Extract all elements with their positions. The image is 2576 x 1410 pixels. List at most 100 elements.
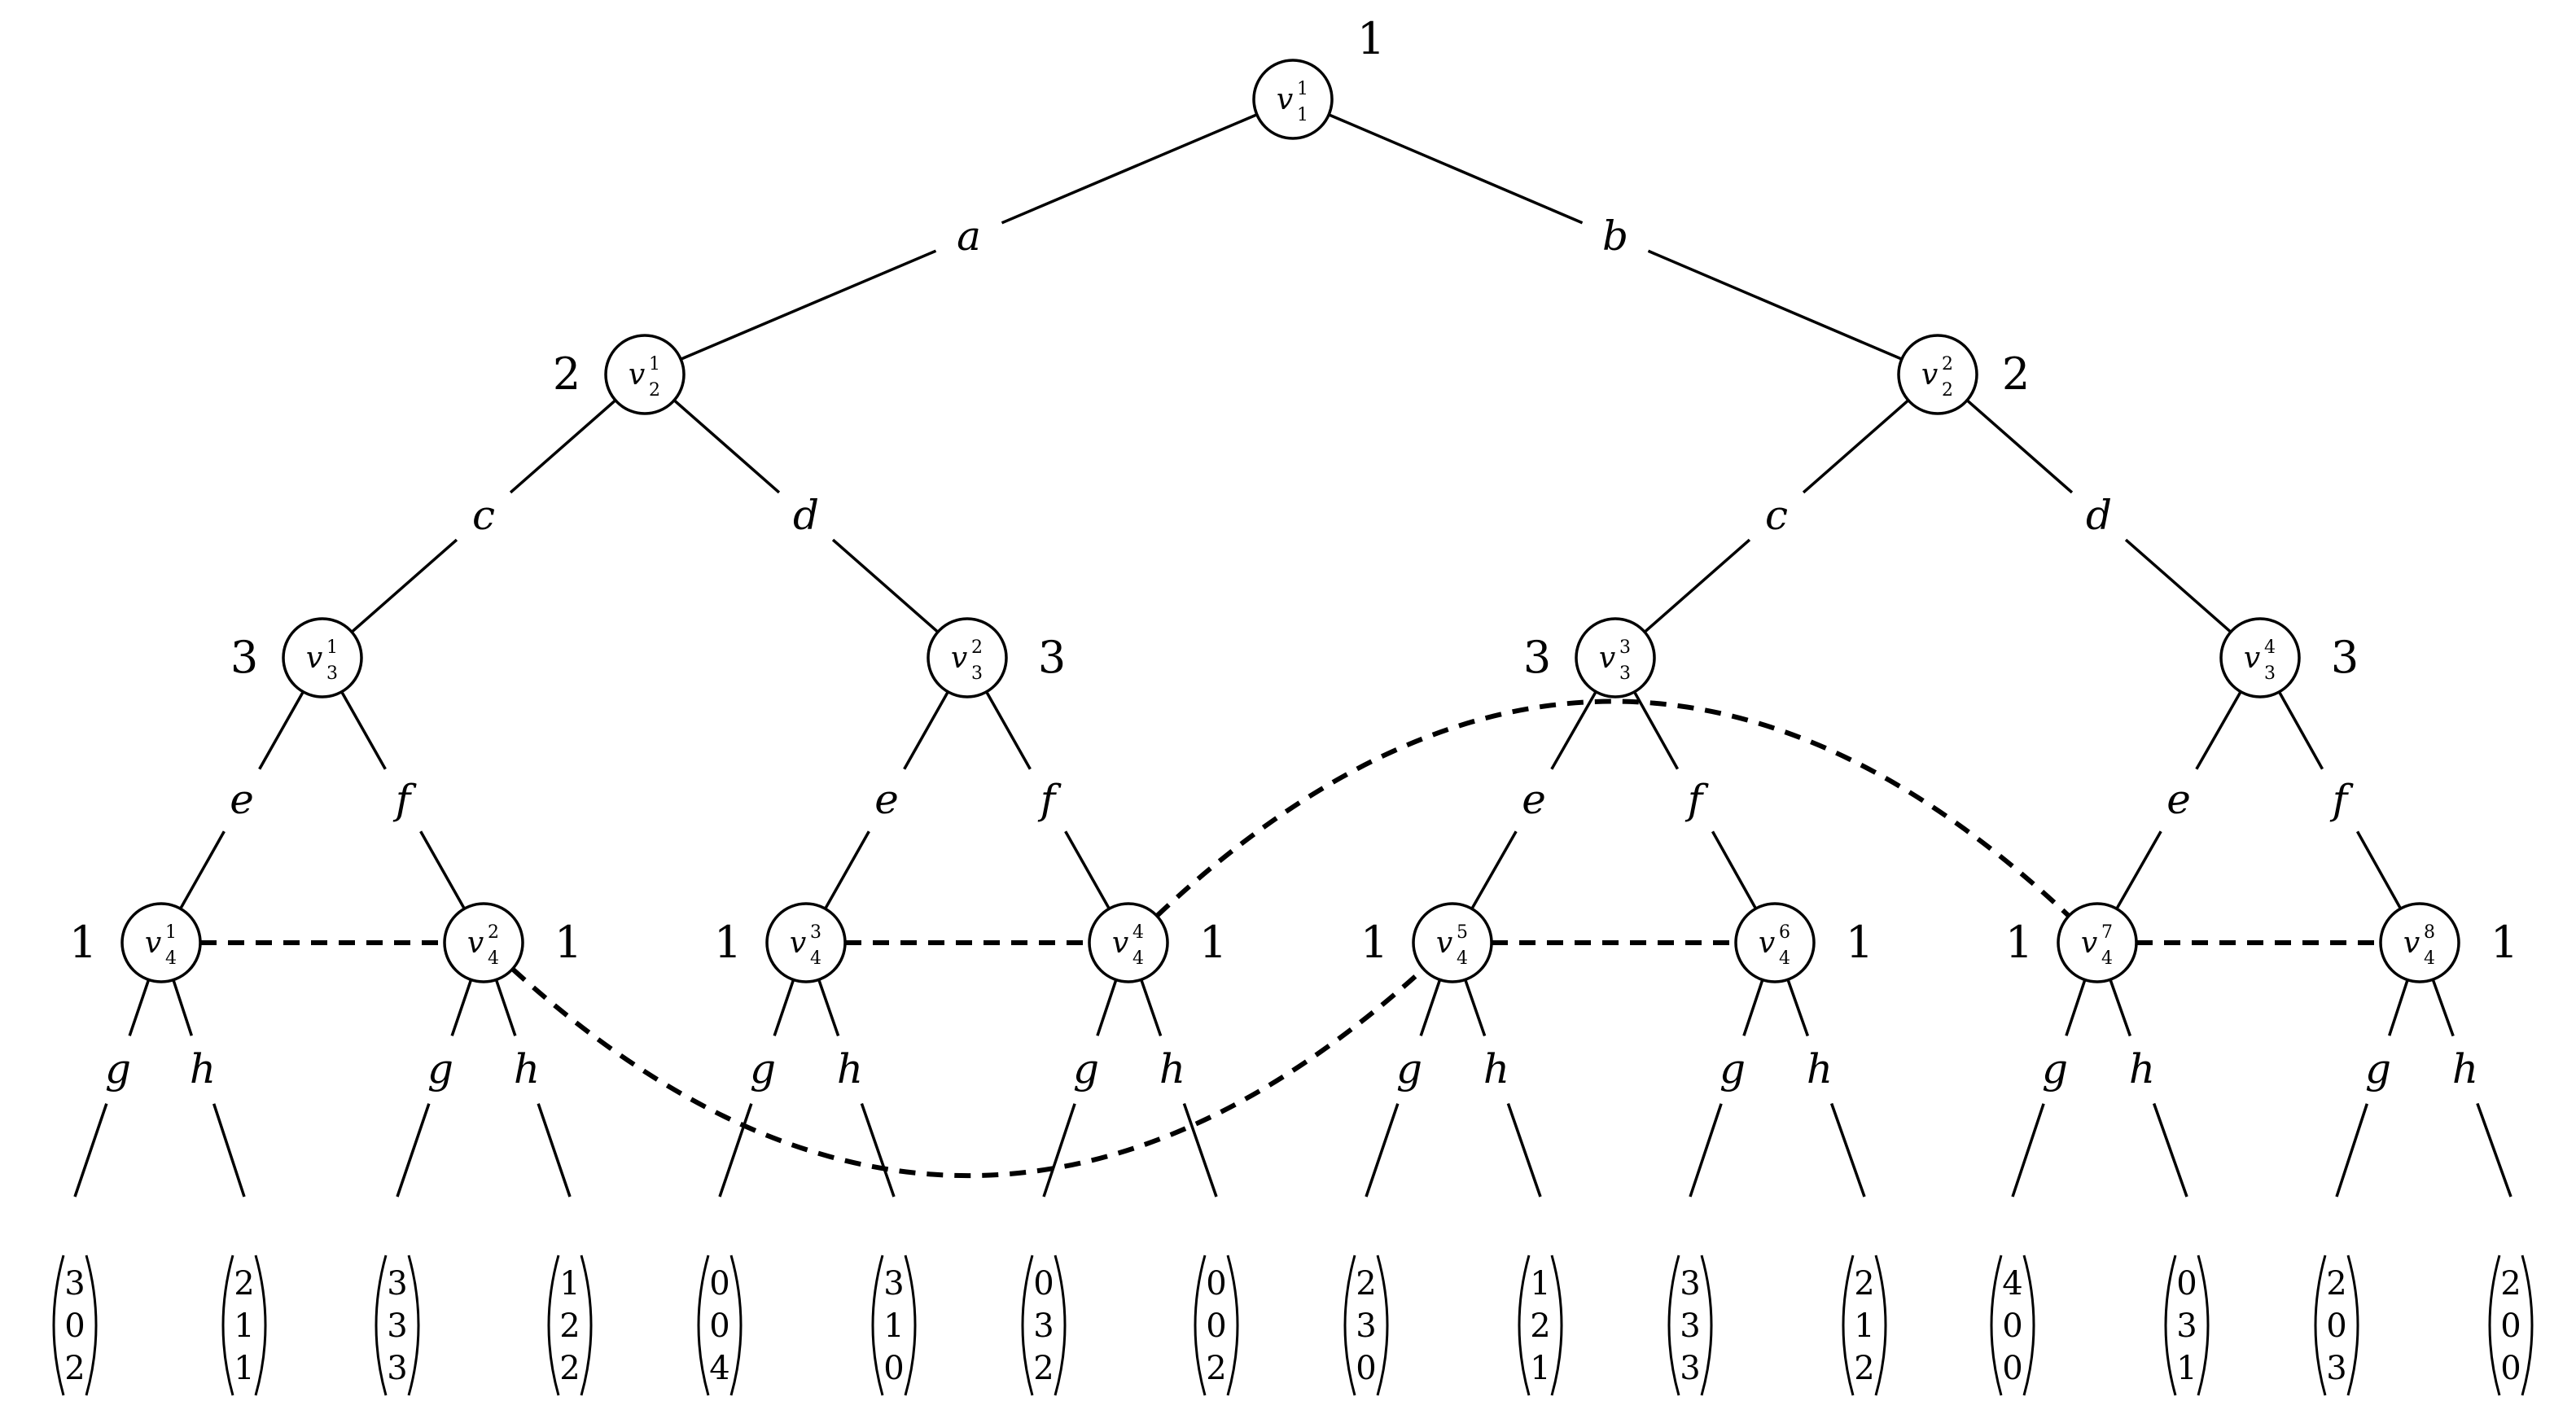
node-superscript: 2 (971, 637, 983, 658)
payoff-value: 3 (387, 1265, 407, 1303)
payoff-value: 1 (1854, 1307, 1874, 1345)
edge-v31-v42-lower (419, 830, 466, 910)
payoff-vector: 203 (2314, 1255, 2359, 1396)
payoff-value: 2 (1530, 1307, 1550, 1345)
leaf-edge-9-lower (1506, 1103, 1542, 1198)
node-circle (1734, 902, 1816, 983)
action-label-e: e (1522, 776, 1546, 823)
right-paren (904, 1255, 917, 1396)
action-label-f: f (1037, 776, 1062, 823)
payoff-value: 1 (1530, 1265, 1550, 1303)
node-superscript: 4 (1132, 922, 1144, 943)
action-label-h: h (2129, 1045, 2155, 1093)
node-circle (927, 617, 1008, 698)
payoff-value: 2 (2326, 1265, 2346, 1303)
player-label: 1 (714, 917, 742, 968)
leaf-edge-0-upper (128, 979, 151, 1036)
payoff-vector: 200 (2488, 1255, 2534, 1396)
leaf-edge-2-upper (450, 979, 473, 1036)
payoff-vector: 2 3 0 (1343, 1255, 1389, 1396)
edge-v21-v32-upper (672, 399, 781, 494)
node-circle (1897, 334, 1978, 415)
left-paren (1194, 1255, 1207, 1396)
leaf-edge-8-lower (1365, 1103, 1400, 1198)
left-paren (375, 1255, 388, 1396)
right-paren (1054, 1255, 1067, 1396)
node-subscript: 4 (165, 948, 177, 969)
node-label: v (629, 358, 645, 392)
node-superscript: 7 (2101, 922, 2113, 943)
payoff-value: 2 (559, 1350, 580, 1387)
information-set-links (200, 698, 2381, 1179)
right-paren (1550, 1255, 1563, 1396)
leaf-edge-4-lower (718, 1103, 753, 1198)
leaf-edge-13-lower (2152, 1102, 2188, 1198)
payoff-value: 3 (883, 1265, 904, 1303)
action-label-d: d (2086, 492, 2112, 539)
node-label: v (2081, 926, 2097, 960)
payoff-value: 2 (1206, 1350, 1226, 1387)
payoff-value: 0 (1206, 1307, 1226, 1345)
player-label: 2 (2002, 348, 2030, 400)
action-label-f: f (2329, 776, 2354, 823)
payoff-vector: 004 (697, 1255, 743, 1396)
payoff-vector: 333 (375, 1255, 420, 1396)
leaf-edge-7-lower (1182, 1103, 1218, 1198)
payoff-value: 3 (1356, 1307, 1376, 1345)
payoff-value: 0 (709, 1265, 729, 1303)
payoff-value: 2 (1356, 1265, 1376, 1303)
action-label-b: b (1602, 212, 1628, 260)
payoff-value: 1 (2176, 1350, 2197, 1387)
payoff-value: 0 (1356, 1350, 1376, 1387)
node-superscript: 1 (649, 354, 660, 374)
payoff-value: 2 (1854, 1350, 1874, 1387)
node-circle (765, 902, 847, 983)
node-subscript: 4 (2101, 948, 2113, 969)
edge-v31-v41-upper (258, 690, 304, 770)
payoff-value: 0 (2500, 1350, 2521, 1387)
left-paren (1518, 1255, 1531, 1396)
node-superscript: 2 (1942, 354, 1953, 374)
leaf-edge-8-upper (1419, 979, 1442, 1036)
action-label-f: f (1684, 776, 1709, 823)
node-subscript: 4 (1779, 948, 1790, 969)
edge-v11-v22-upper (1328, 113, 1584, 225)
edge-v22-v34-upper (1965, 399, 2074, 494)
player-label: 1 (2491, 917, 2518, 968)
payoff-value: 1 (559, 1265, 580, 1303)
payoff-vector: 302 (52, 1255, 98, 1396)
node-superscript: 3 (810, 922, 821, 943)
action-label-e: e (2166, 776, 2191, 823)
node-superscript: 8 (2424, 922, 2435, 943)
action-label-g: g (1720, 1045, 1746, 1093)
payoff-value: 3 (1680, 1350, 1700, 1387)
payoff-value: 3 (2176, 1307, 2197, 1345)
payoff-vector: 031 (2164, 1255, 2210, 1396)
node-circle (120, 902, 202, 983)
payoff-value: 1 (1530, 1350, 1550, 1387)
payoff-value: 3 (1680, 1307, 1700, 1345)
payoff-value: 2 (234, 1265, 254, 1303)
information-set-link-v42-v45 (510, 967, 1426, 1179)
node-label: v (790, 926, 806, 960)
leaf-edge-14-lower (2335, 1103, 2368, 1198)
node-superscript: 1 (1297, 79, 1308, 99)
edge-v34-v47-upper (2195, 690, 2242, 770)
payoff-value: 0 (1206, 1265, 1226, 1303)
player-label: 2 (553, 348, 580, 400)
right-paren (729, 1255, 743, 1396)
payoff-value: 3 (1680, 1265, 1700, 1303)
right-paren (85, 1255, 98, 1396)
payoff-leaves: 3022113331220043100320022301213332124000… (52, 1255, 2534, 1396)
payoff-value: 2 (559, 1307, 580, 1345)
payoff-value: 3 (64, 1265, 85, 1303)
payoff-value: 2 (64, 1350, 85, 1387)
player-label: 1 (2005, 917, 2033, 968)
edge-v32-v43-upper (903, 690, 949, 770)
